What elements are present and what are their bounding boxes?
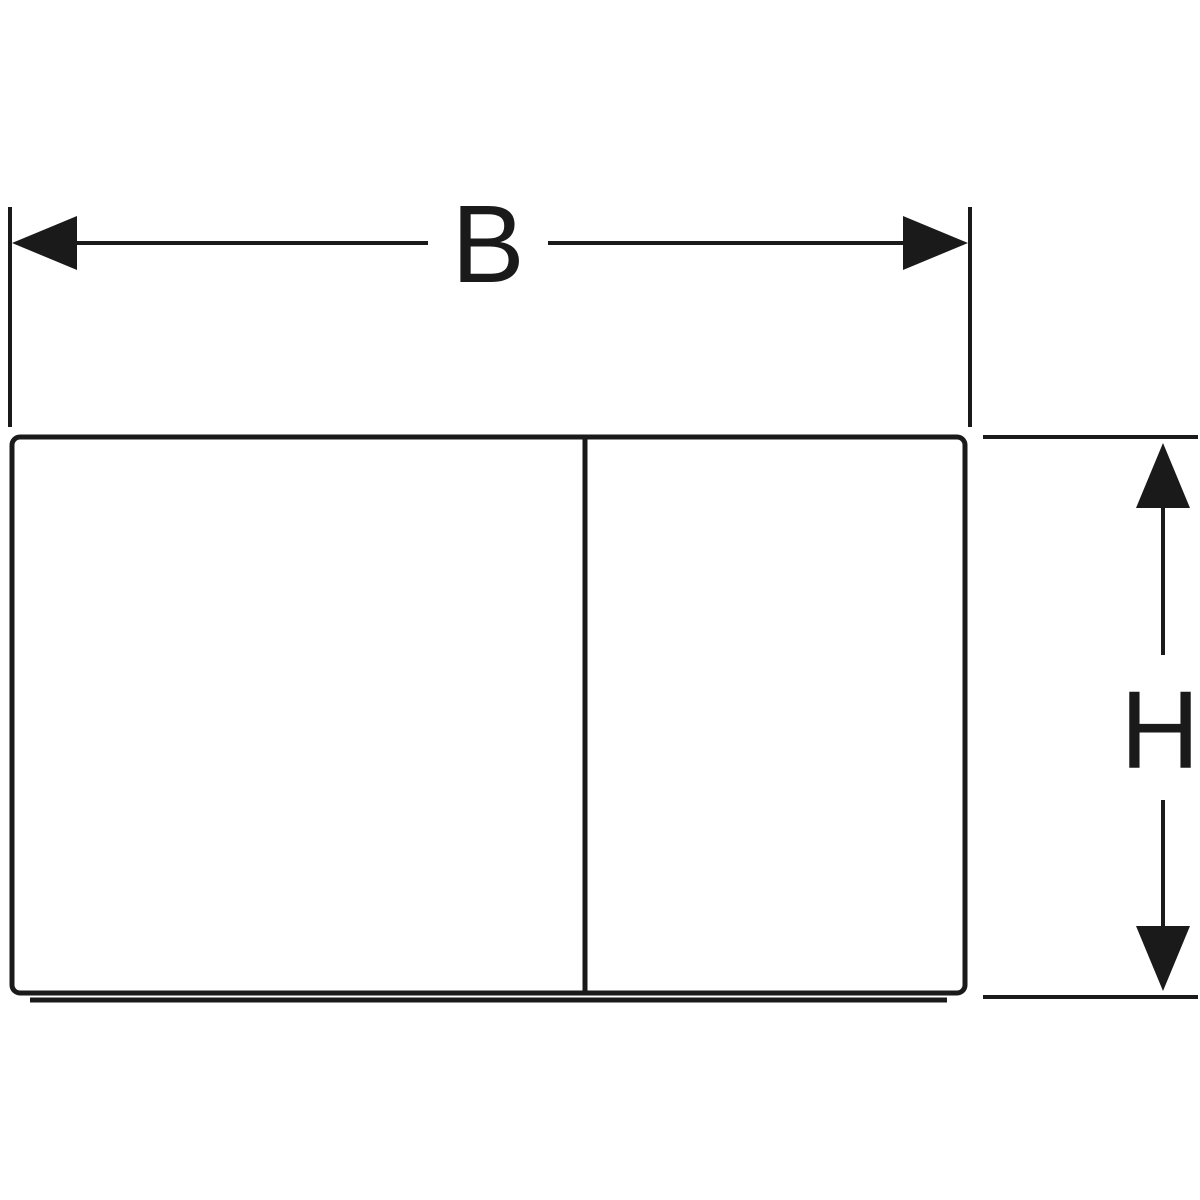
width-dimension-label: B xyxy=(451,183,524,306)
arrow-right-icon xyxy=(903,216,968,270)
plate-outline xyxy=(9,434,968,996)
flush-plate xyxy=(9,434,968,1003)
arrow-down-icon xyxy=(1136,926,1190,991)
width-dimension: B xyxy=(8,183,972,427)
arrow-left-icon xyxy=(12,216,77,270)
height-dimension: H xyxy=(983,435,1200,999)
height-dimension-label: H xyxy=(1120,669,1199,792)
arrow-up-icon xyxy=(1136,443,1190,508)
